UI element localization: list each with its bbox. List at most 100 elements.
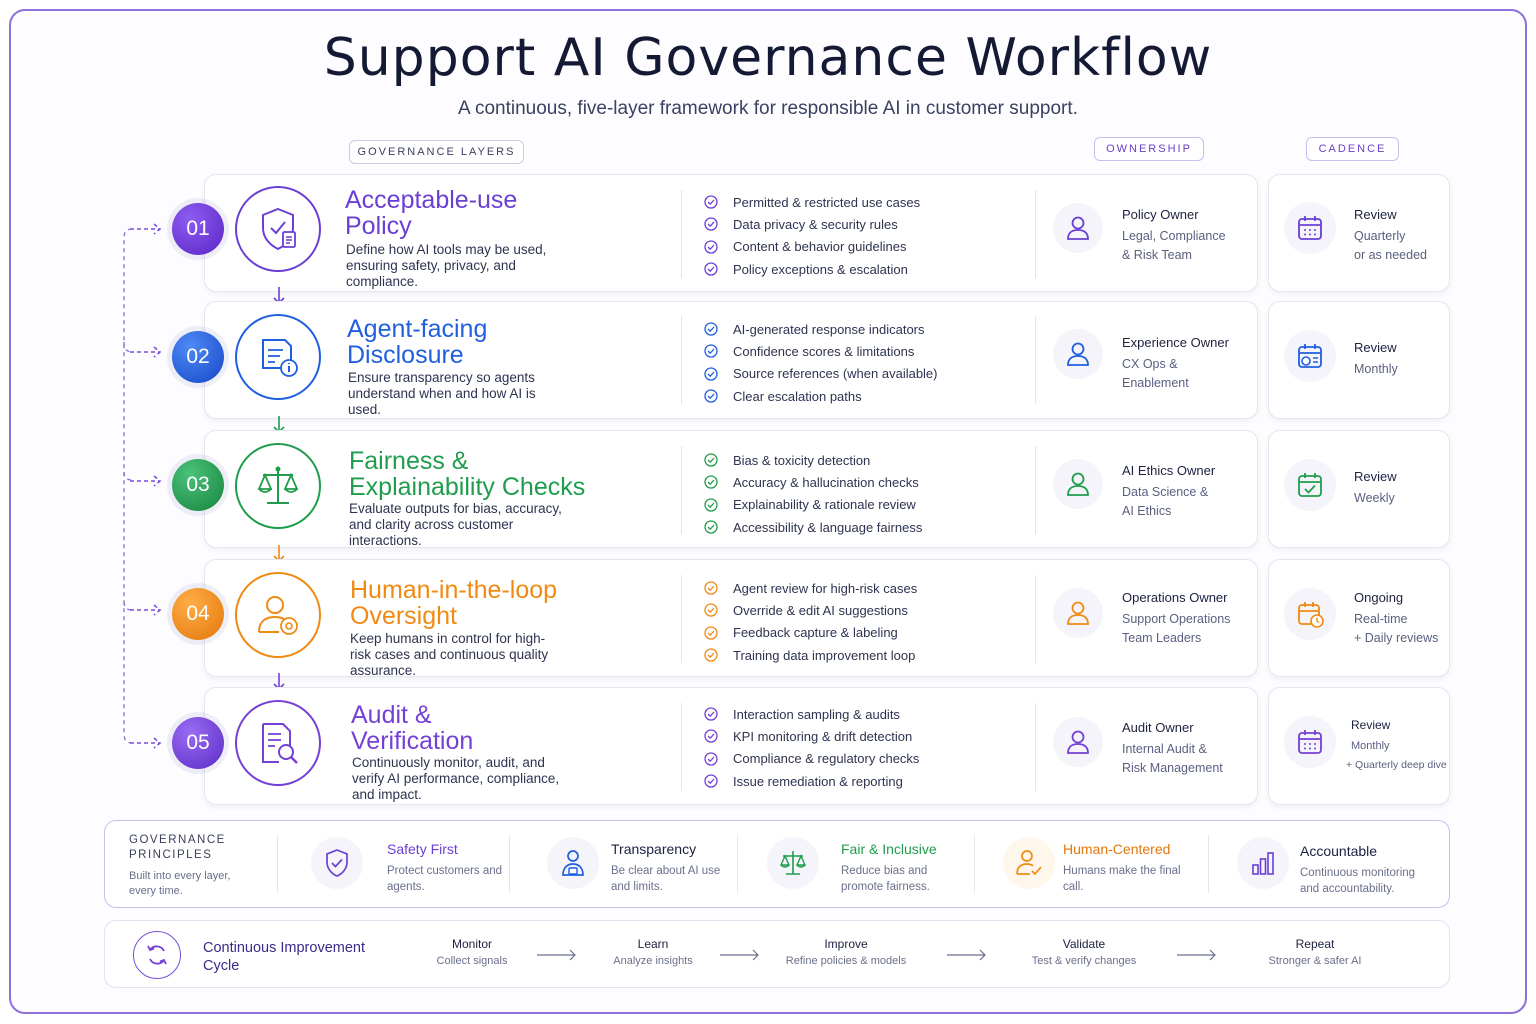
- checklist-item: Source references (when available): [704, 363, 1024, 385]
- balance-scale-icon: [779, 851, 807, 875]
- document-info-icon: [262, 339, 298, 377]
- checklist-text: Accessibility & language fairness: [733, 519, 923, 535]
- cadence-label-text: Review: [1351, 718, 1391, 732]
- connector-arrow-icon: [130, 346, 162, 358]
- principle-title: Human-Centered: [1063, 841, 1171, 857]
- cadence-value-line1: Monthly: [1351, 740, 1390, 752]
- check-circle-icon: [704, 626, 718, 640]
- principle-accountable: Accountable Continuous monitoring and ac…: [1237, 831, 1437, 897]
- divider: [509, 835, 510, 893]
- right-arrow-icon: [720, 949, 759, 961]
- owner-info: Operations Owner Support Operations Team…: [1122, 590, 1252, 648]
- check-circle-icon: [704, 581, 718, 595]
- layer-number-badge: 01: [172, 203, 224, 255]
- checklist-text: Policy exceptions & escalation: [733, 261, 908, 277]
- layer-checklist: Interaction sampling & audits KPI monito…: [704, 703, 1024, 792]
- checklist-text: Content & behavior guidelines: [733, 239, 907, 255]
- principle-description: Humans make the final call.: [1063, 865, 1181, 893]
- cadence-label: CADENCE: [1306, 137, 1399, 161]
- check-circle-icon: [704, 648, 718, 662]
- person-check-icon: [1016, 850, 1042, 876]
- owner-info: Audit Owner Internal Audit & Risk Manage…: [1122, 720, 1252, 778]
- continuous-improvement-panel: Continuous Improvement Cycle Monitor Col…: [104, 920, 1450, 988]
- owner-team-line1: CX Ops &: [1122, 357, 1178, 371]
- person-icon: [1067, 216, 1089, 240]
- right-arrow-icon: [947, 949, 986, 961]
- cycle-step-repeat: Repeat Stronger & safer AI: [1235, 937, 1395, 967]
- cycle-step-learn: Learn Analyze insights: [573, 937, 733, 967]
- divider: [1035, 190, 1036, 278]
- owner-role: Experience Owner: [1122, 335, 1229, 350]
- layer-title-line2: Oversight: [350, 602, 457, 630]
- checklist-text: Bias & toxicity detection: [733, 452, 871, 468]
- layer-checklist: Agent review for high-risk cases Overrid…: [704, 577, 1024, 666]
- person-icon: [1067, 472, 1089, 496]
- checklist-text: Confidence scores & limitations: [733, 343, 915, 359]
- checklist-item: Permitted & restricted use cases: [704, 191, 1024, 213]
- cadence-value-line2: or as needed: [1354, 248, 1427, 262]
- layer-icon-ring: [235, 443, 321, 529]
- connector-arrow-icon: [130, 475, 162, 487]
- person-icon: [1067, 601, 1089, 625]
- layer-title-line2: Explainability Checks: [349, 473, 586, 501]
- divider: [681, 446, 682, 534]
- connector-arrow-icon: [130, 604, 162, 616]
- cadence-label-text: Review: [1354, 207, 1397, 222]
- ownership-label: OWNERSHIP: [1094, 137, 1204, 161]
- owner-team-line1: Legal, Compliance: [1122, 229, 1226, 243]
- checklist-item: Agent review for high-risk cases: [704, 577, 1024, 599]
- owner-team-line2: AI Ethics: [1122, 504, 1172, 518]
- check-circle-icon: [704, 240, 718, 254]
- cycle-step-name: Improve: [824, 937, 868, 951]
- cadence-label-text: Review: [1354, 340, 1397, 355]
- check-circle-icon: [704, 520, 718, 534]
- layer-title-line1: Acceptable-use: [345, 186, 518, 214]
- checklist-item: Accessibility & language fairness: [704, 516, 1024, 538]
- refresh-cycle-icon: [147, 945, 167, 965]
- principles-heading-line1: GOVERNANCE: [129, 834, 226, 846]
- governance-layers-label: GOVERNANCE LAYERS: [349, 140, 524, 164]
- checklist-item: Clear escalation paths: [704, 385, 1024, 407]
- principle-icon-wrap: [1003, 837, 1055, 889]
- layer-number-badge: 04: [172, 588, 224, 640]
- layer-number-badge: 03: [172, 459, 224, 511]
- divider: [1208, 835, 1209, 893]
- owner-team-line2: Risk Management: [1122, 761, 1223, 775]
- checklist-text: Compliance & regulatory checks: [733, 751, 920, 767]
- checklist-item: Feedback capture & labeling: [704, 622, 1024, 644]
- layer-description: Ensure transparency so agents understand…: [348, 370, 536, 417]
- layer-title-line2: Verification: [351, 727, 474, 755]
- divider: [681, 703, 682, 791]
- person-icon: [1067, 342, 1089, 366]
- principle-icon-wrap: [547, 837, 599, 889]
- owner-avatar: [1053, 329, 1103, 379]
- divider: [277, 835, 278, 893]
- cadence-info: Ongoing Real-time + Daily reviews: [1354, 590, 1450, 648]
- owner-info: AI Ethics Owner Data Science & AI Ethics: [1122, 463, 1252, 521]
- owner-team-line2: Enablement: [1122, 376, 1189, 390]
- checklist-item: Interaction sampling & audits: [704, 703, 1024, 725]
- layer-checklist: Permitted & restricted use cases Data pr…: [704, 191, 1024, 280]
- shield-document-icon: [262, 207, 296, 251]
- cycle-step-name: Repeat: [1295, 937, 1335, 951]
- check-circle-icon: [704, 752, 718, 766]
- cycle-step-name: Learn: [637, 937, 669, 951]
- checklist-item: KPI monitoring & drift detection: [704, 725, 1024, 747]
- principle-icon-wrap: [1237, 837, 1289, 889]
- principle-description: Protect customers and agents.: [387, 865, 503, 893]
- checklist-text: AI-generated response indicators: [733, 321, 925, 337]
- layer-title: Human-in-the-loop Oversight: [350, 577, 557, 629]
- layer-checklist: AI-generated response indicators Confide…: [704, 318, 1024, 407]
- layer-description: Evaluate outputs for bias, accuracy, and…: [349, 501, 562, 548]
- principle-title: Transparency: [611, 841, 697, 857]
- calendar-check-icon: [1298, 473, 1322, 497]
- divider: [681, 316, 682, 404]
- principle-title: Safety First: [387, 841, 458, 857]
- checklist-item: AI-generated response indicators: [704, 318, 1024, 340]
- cycle-icon-wrap: [133, 931, 181, 979]
- check-circle-icon: [704, 774, 718, 788]
- cadence-value-line2: + Daily reviews: [1354, 631, 1439, 645]
- governance-principles-panel: GOVERNANCE PRINCIPLES Built into every l…: [104, 820, 1450, 908]
- check-circle-icon: [704, 367, 718, 381]
- right-arrow-icon: [1177, 949, 1216, 961]
